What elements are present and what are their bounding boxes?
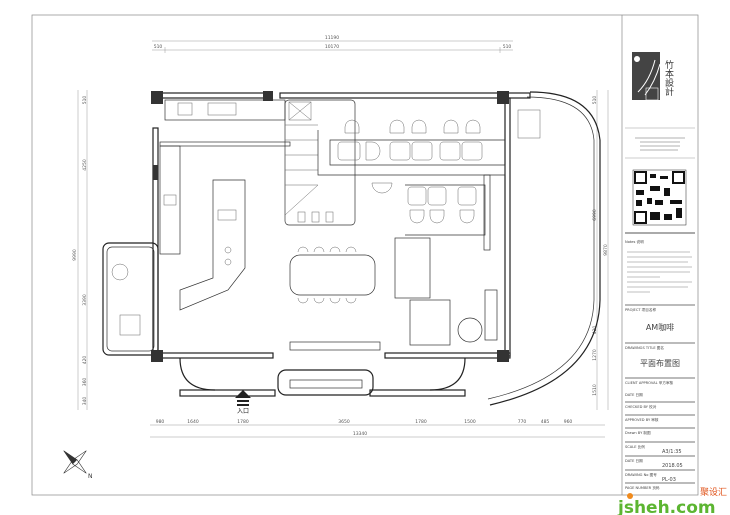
- drawing-title: 平面布置图: [640, 358, 680, 368]
- dim-left-seg: 4250: [82, 159, 88, 171]
- drawing-no-label: DRAWING No 图号: [625, 472, 657, 477]
- project-name: AM咖啡: [646, 322, 674, 332]
- dim-bottom-seg: 980: [156, 419, 165, 425]
- dim-bottom-seg: 1780: [415, 419, 427, 425]
- bar-seating: [317, 119, 506, 251]
- date-value: 2018.05: [662, 463, 683, 469]
- central-table: [289, 237, 498, 351]
- checked-by-label: CHECKED BY 校对: [625, 404, 657, 409]
- dim-left-seg: 360: [82, 378, 88, 387]
- entrance-marker: 入口: [235, 390, 251, 415]
- dim-left-seg: 510: [82, 96, 88, 105]
- dim-left-total: 9990: [72, 249, 78, 261]
- entrance-label: 入口: [237, 408, 249, 415]
- dim-bottom-seg: 3650: [338, 419, 350, 425]
- dim-bottom-seg: 485: [541, 419, 550, 425]
- client-approval-label: CLIENT APPROVAL 甲方审核: [625, 380, 674, 385]
- drawing-title-label: DRAWINGS TITLE 图名: [625, 345, 664, 350]
- logo: 竹本設計: [632, 52, 674, 101]
- dim-bottom-seg: 1780: [237, 419, 249, 425]
- dim-right-seg: 1270: [592, 349, 598, 361]
- scale-label: SCALE 比例: [625, 444, 645, 449]
- date2-label: DATE 日期: [625, 458, 643, 463]
- structural-columns: [151, 91, 509, 362]
- dim-bottom-seg: 770: [518, 419, 527, 425]
- page-number-label: PAGE NUMBER 页码: [625, 485, 660, 490]
- dim-bottom-seg: 1640: [187, 419, 199, 425]
- logo-text: 竹本設計: [663, 59, 674, 97]
- dim-top-total: 11190: [325, 35, 339, 41]
- dim-bottom-seg: 960: [564, 419, 573, 425]
- dim-right-seg: 510: [592, 96, 598, 105]
- dim-bottom-seg: 1500: [464, 419, 476, 425]
- notes-label: Notes 说明: [625, 239, 644, 244]
- dim-left-seg: 3390: [82, 294, 88, 306]
- dim-top-left: 510: [154, 44, 163, 50]
- outdoor-seating: [111, 109, 541, 336]
- dim-right-seg: 6990: [592, 209, 598, 221]
- staircase: [284, 99, 356, 226]
- kitchen-area: [159, 99, 291, 311]
- drawn-by-label: Drawn BY 制图: [625, 430, 651, 435]
- top-dimensions: 11190 510 10170 510: [152, 35, 513, 53]
- dim-top-right: 510: [503, 44, 512, 50]
- watermark-text: jsheh.com: [617, 498, 716, 515]
- notes-text: [627, 251, 692, 293]
- watermark-cn: 聚设汇: [700, 487, 727, 498]
- watermark: jsheh.com 聚设汇: [617, 487, 727, 515]
- dim-right-total: 9870: [603, 244, 609, 256]
- sheet-border: [31, 14, 699, 496]
- dim-left-seg: 420: [82, 356, 88, 365]
- north-arrow: [63, 450, 87, 474]
- walls: [102, 91, 601, 406]
- dim-left-seg: 340: [82, 397, 88, 406]
- bottom-dimensions: 980 1640 1780 3650 1780 1500 770 485 960…: [150, 419, 605, 438]
- contact-info-lines: [635, 137, 685, 151]
- date-label: DATE 日期: [625, 392, 643, 397]
- qr-code: [632, 169, 687, 226]
- north-label: N: [88, 473, 93, 480]
- dim-bottom-total: 13340: [353, 431, 367, 437]
- scale-value: A3/1:35: [662, 449, 682, 455]
- dim-right-seg: 1510: [592, 384, 598, 396]
- approved-by-label: APPROVED BY 审核: [625, 417, 659, 422]
- dim-top-middle: 10170: [325, 44, 339, 50]
- drawing-no-value: PL-03: [662, 477, 676, 483]
- left-dimensions: 9990 510 4250 3390 420 360 340: [72, 90, 88, 410]
- project-label: PROJECT 项目名称: [625, 307, 656, 312]
